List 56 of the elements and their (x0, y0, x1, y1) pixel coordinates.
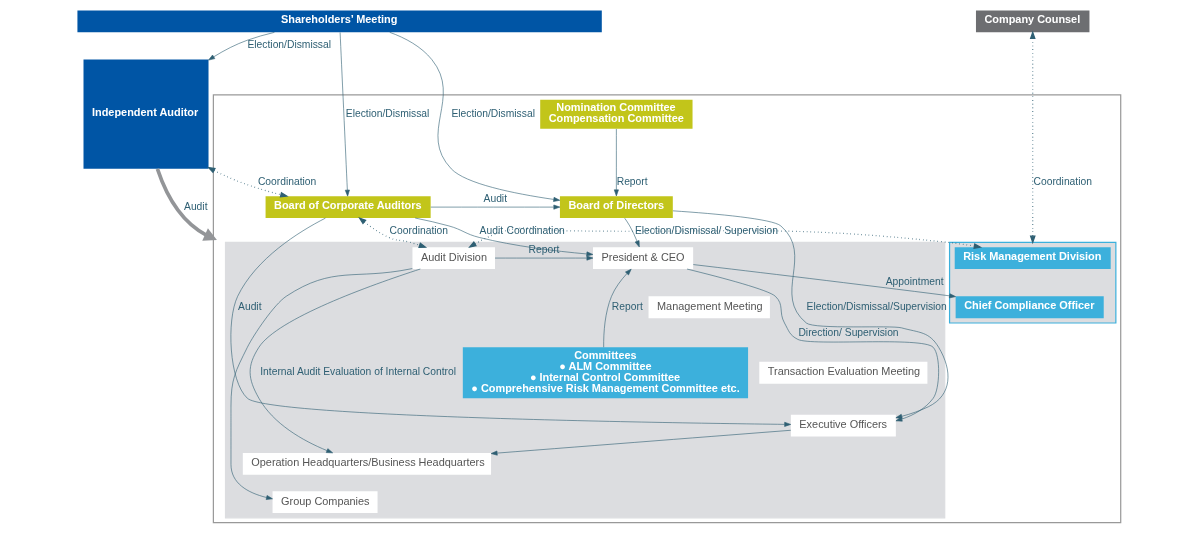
node-box: Shareholders’ Meeting (76, 10, 602, 33)
edge-label: Report (611, 300, 643, 312)
arrow (155, 168, 217, 241)
edge-label: Coordination (389, 225, 448, 237)
edge-label: Audit (237, 300, 262, 312)
arrow (692, 264, 956, 299)
edge-label: Election/Dismissal (345, 107, 429, 119)
node-box: Company Counsel (975, 10, 1089, 33)
node-box: Committees ● ALM Committee ● Internal Control Committee ● Comprehensive Risk Management Committee etc. (462, 347, 748, 399)
edge-label: Audit (483, 193, 507, 204)
node-box: Executive Officers (790, 414, 896, 437)
arrow (467, 227, 982, 249)
arrow (430, 204, 560, 210)
node-box: Independent Auditor (83, 59, 208, 169)
edge-label: Appointment (885, 276, 944, 288)
edge-label: Report (528, 243, 559, 255)
arrow (414, 217, 593, 257)
arrow (230, 217, 791, 427)
node-box: Chief Compliance Officer (955, 296, 1104, 319)
arrow (613, 128, 619, 197)
edge-label: Election/Dismissal/ Supervision (634, 225, 778, 237)
edge-label: Election/Dismissal/Supervision (806, 300, 947, 312)
arrow (623, 217, 640, 248)
node-box: Transaction Evaluation Meeting (758, 361, 927, 384)
arrow (339, 32, 350, 197)
edge-label: Coordination (1033, 176, 1092, 187)
arrow (230, 268, 413, 500)
arrow (490, 429, 791, 456)
node-box: Risk Management Division (954, 247, 1111, 269)
edge-label: Coordination (505, 225, 565, 237)
edge-label: Audit (479, 225, 503, 237)
arrow (206, 166, 289, 198)
edge-label: Election/Dismissal (246, 39, 331, 51)
arrow (494, 255, 593, 261)
edge-label: Direction/ Supervision (797, 327, 899, 339)
arrow (686, 268, 939, 422)
arrow (207, 32, 275, 61)
node-box: Board of Directors (559, 196, 673, 218)
edge-label: Internal Audit Evaluation of Internal Control (259, 366, 456, 378)
edge-label: Coordination (257, 176, 316, 187)
edge-label: Election/Dismissal (450, 107, 535, 119)
node-box: Board of Corporate Auditors (265, 196, 431, 218)
node-box: Group Companies (272, 491, 378, 513)
arrow (672, 210, 948, 419)
edge-label: Audit (183, 200, 208, 212)
node-box: Operation Headquarters/Business Headquarters (242, 452, 491, 475)
arrow (1029, 30, 1036, 245)
arrow (388, 32, 560, 202)
arrow (249, 268, 421, 454)
node-box: President & CEO (592, 247, 693, 269)
arrow (602, 268, 631, 348)
edge-label: Report (616, 176, 648, 187)
node-box: Audit Division (411, 247, 495, 269)
arrow (357, 216, 427, 248)
node-box: Nomination Committee Compensation Committee (539, 99, 693, 129)
node-box: Management Meeting (648, 296, 770, 319)
